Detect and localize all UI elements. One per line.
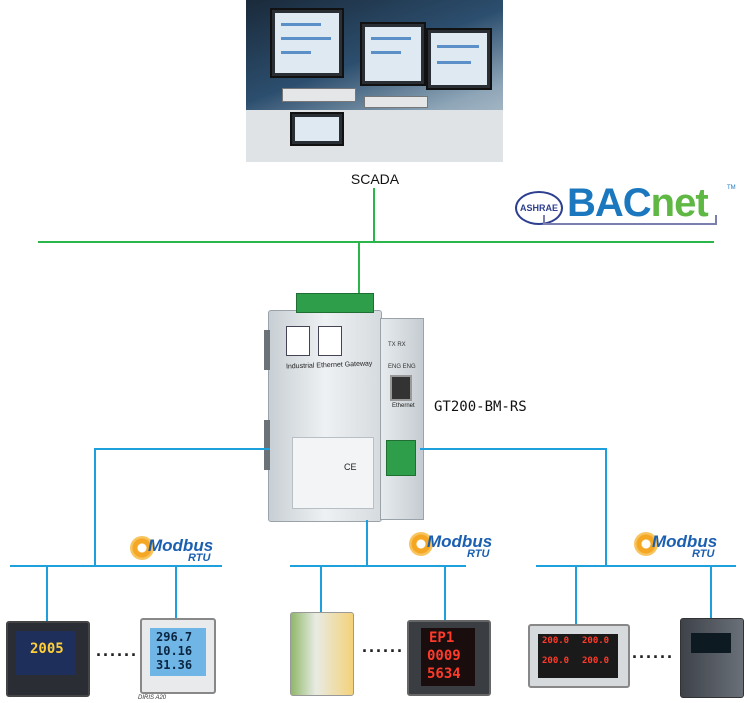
device-reading: 0009 [427, 648, 461, 664]
rs485-bus-3 [536, 565, 736, 567]
field-device-diris: 296.7 10.16 31.36 [140, 618, 216, 694]
scada-desk [246, 110, 503, 162]
ashrae-logo: ASHRAE [515, 191, 563, 225]
device-reading: EP1 [429, 630, 455, 646]
rs485-line-left [94, 448, 270, 450]
ethernet-line-scada [373, 188, 375, 242]
gateway-terminal-rs485 [386, 440, 416, 476]
gateway-led-label: ENG ENG [388, 364, 416, 370]
device-caption: DIRIS A20 [138, 695, 167, 701]
ethernet-port [390, 375, 412, 401]
modbus-gear-icon [130, 536, 154, 560]
scada-photo [246, 0, 503, 162]
rs485-bus-2 [290, 565, 466, 567]
device-screen [691, 633, 731, 653]
gateway-din-clip [264, 420, 270, 470]
device-reading: 2005 [30, 641, 64, 657]
ethernet-line-gateway [358, 242, 360, 294]
modbus-rtu-logo: Modbus RTU [634, 530, 744, 564]
device-screen: EP1 0009 5634 [421, 628, 475, 686]
rs485-line-right [420, 448, 606, 450]
modbus-gear-icon [409, 532, 433, 556]
drop-line [320, 566, 322, 612]
field-device-recorder: 2005 [6, 621, 90, 697]
device-reading: 5634 [427, 666, 461, 682]
field-device-din-module [290, 612, 354, 696]
device-reading: 296.7 [156, 630, 193, 644]
gateway-label-panel [318, 326, 342, 356]
drop-line [575, 566, 577, 624]
field-device-multichannel: 200.0 200.0 200.0 200.0 [528, 624, 630, 688]
device-screen: 2005 [16, 631, 76, 675]
gateway-side-panel [380, 318, 424, 520]
rs485-bus-1 [10, 565, 222, 567]
device-screen: 296.7 10.16 31.36 [150, 628, 206, 676]
scada-monitor [360, 22, 426, 86]
ellipsis: ...... [96, 640, 139, 660]
bacnet-underline [543, 215, 545, 225]
drop-line [175, 566, 177, 618]
scada-keyboard [282, 88, 356, 102]
bacnet-underline [543, 223, 717, 225]
rs485-line-left [94, 448, 96, 566]
modbus-gear-icon [634, 532, 658, 556]
bacnet-logo: ASHRAE BACnet TM [513, 181, 736, 229]
gateway-ethernet-label: Ethernet [392, 403, 415, 409]
device-reading: 200.0 [542, 636, 570, 646]
gateway-din-clip [264, 330, 270, 370]
bacnet-underline [715, 215, 717, 225]
scada-monitor [426, 28, 492, 90]
device-reading: 31.36 [156, 658, 193, 672]
drop-line [46, 566, 48, 622]
modbus-rtu-logo: Modbus RTU [130, 534, 240, 568]
scada-label: SCADA [350, 171, 400, 187]
device-reading: 200.0 [582, 636, 610, 646]
gateway-model-label: GT200-BM-RS [434, 399, 527, 415]
rs485-line-center [366, 520, 368, 566]
gateway-plate [292, 437, 374, 509]
ce-mark: CE [344, 462, 357, 472]
modbus-rtu-logo: Modbus RTU [409, 530, 519, 564]
rs485-line-right [605, 448, 607, 566]
gateway-terminal-top [296, 293, 374, 313]
scada-control-screen [290, 112, 344, 146]
bacnet-tm: TM [727, 185, 736, 191]
gateway-led-label: TX RX [388, 342, 406, 348]
device-reading: 10.16 [156, 644, 193, 658]
device-screen: 200.0 200.0 200.0 200.0 [538, 634, 618, 678]
drop-line [444, 566, 446, 622]
field-device-panel-meter: EP1 0009 5634 [407, 620, 491, 696]
drop-line [710, 566, 712, 618]
device-reading: 200.0 [582, 656, 610, 666]
gateway-label-panel [286, 326, 310, 356]
ethernet-bus [38, 241, 714, 243]
field-device-inverter [680, 618, 744, 698]
scada-monitor [270, 8, 344, 78]
ellipsis: ...... [632, 642, 675, 662]
device-reading: 200.0 [542, 656, 570, 666]
scada-keyboard [364, 96, 428, 108]
ellipsis: ...... [362, 636, 405, 656]
bacnet-wordmark: BACnet [567, 181, 709, 225]
